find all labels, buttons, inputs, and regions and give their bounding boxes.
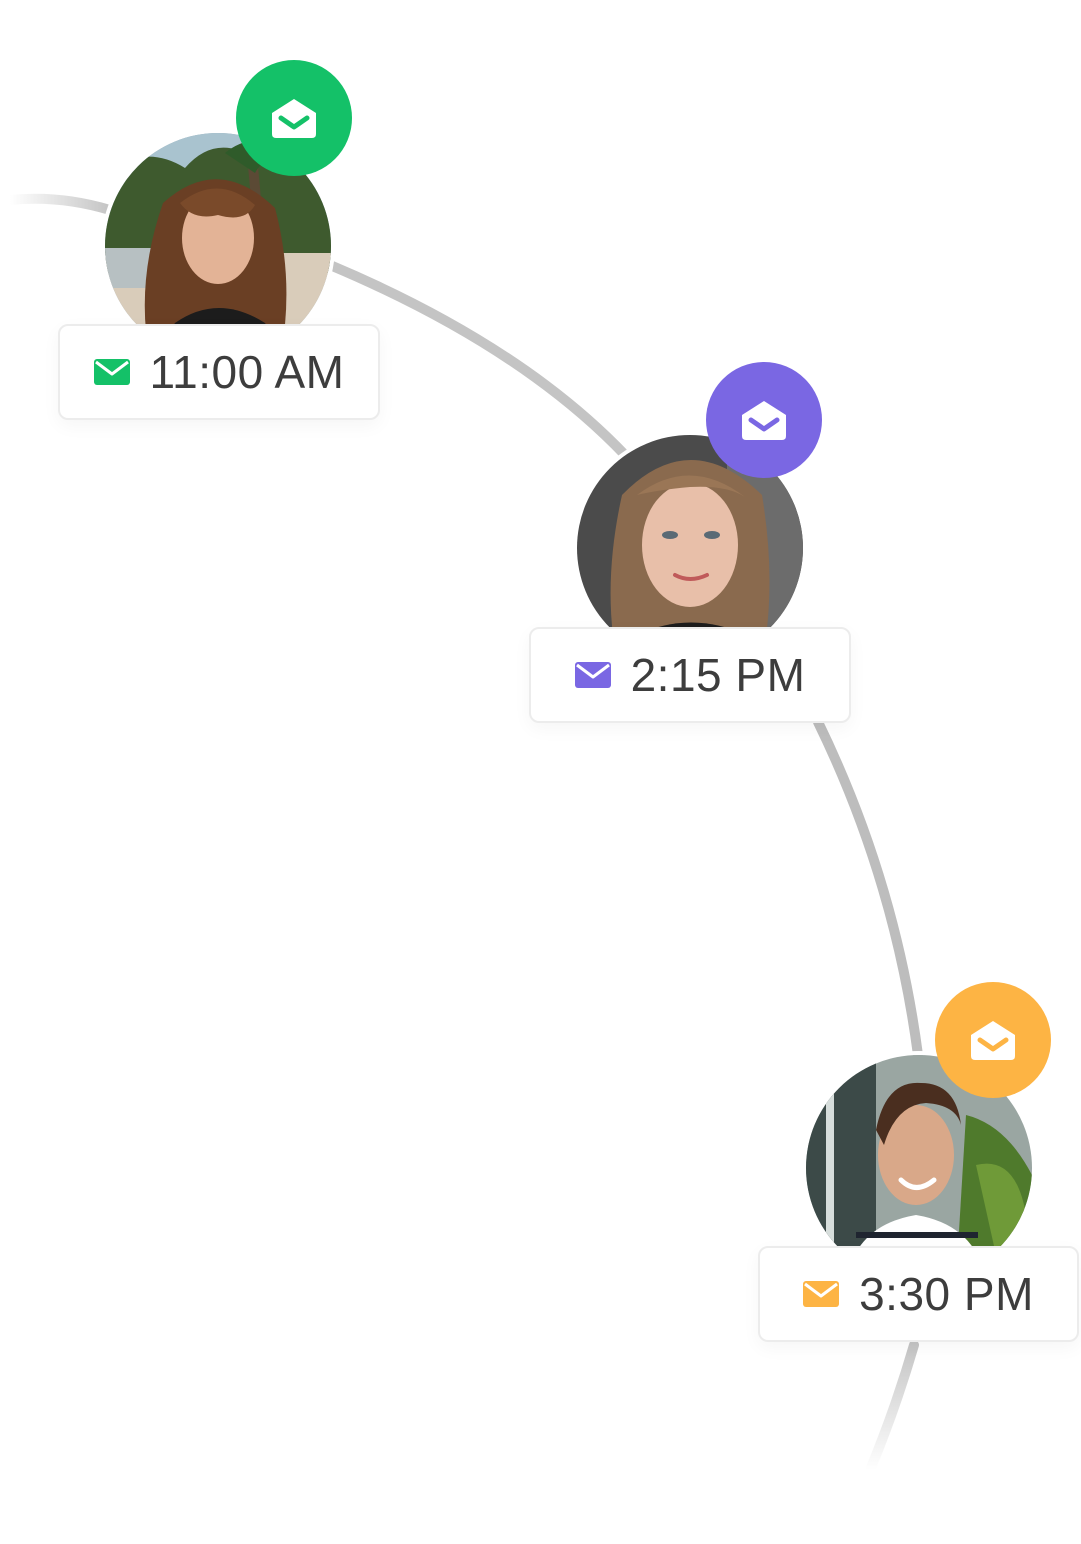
envelope-icon — [93, 359, 130, 385]
time-label: 11:00 AM — [149, 346, 345, 398]
envelope-icon — [574, 662, 611, 688]
time-card: 2:15 PM — [529, 627, 851, 723]
time-card: 3:30 PM — [758, 1246, 1079, 1342]
open-envelope-icon — [971, 1021, 1015, 1060]
open-envelope-icon — [742, 401, 786, 440]
track-segment-1 — [325, 260, 630, 460]
time-label: 3:30 PM — [859, 1268, 1034, 1320]
time-card: 11:00 AM — [58, 324, 380, 420]
open-envelope-badge — [706, 362, 822, 478]
open-envelope-icon — [272, 99, 316, 138]
track-segment-2 — [813, 717, 923, 1060]
open-envelope-badge — [935, 982, 1051, 1098]
time-label: 2:15 PM — [630, 649, 806, 701]
envelope-icon — [803, 1281, 840, 1307]
track-segment-start — [5, 193, 115, 215]
track-segment-end — [865, 1340, 919, 1475]
open-envelope-badge — [236, 60, 352, 176]
